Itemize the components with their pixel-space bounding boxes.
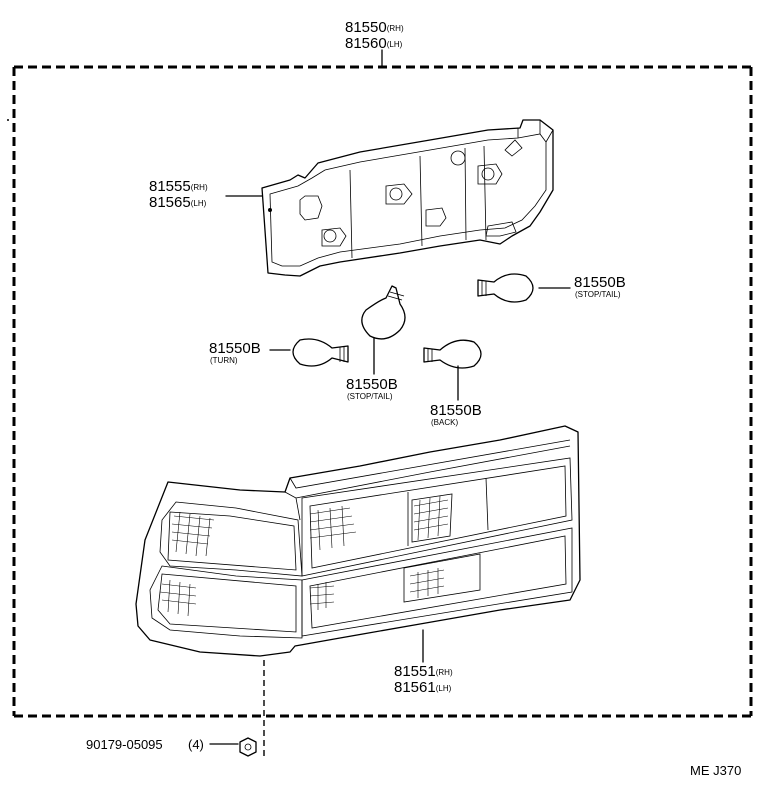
svg-text:(BACK): (BACK) [431,418,458,427]
hex-nut-drawing [239,737,257,757]
diagram-code: ME J370 [690,763,741,778]
svg-text:81550B: 81550B [574,274,626,291]
label-assembly: 81550(RH) 81560(LH) [345,19,404,52]
bulb-socket-plate-drawing [261,119,554,277]
svg-text:81550(RH): 81550(RH) [345,19,404,36]
rear-lamp-lens-drawing [135,425,581,657]
svg-text:81551(RH): 81551(RH) [394,663,453,680]
svg-text:(4): (4) [188,737,204,752]
svg-text:90179-05095: 90179-05095 [86,737,163,752]
svg-text:81550B: 81550B [346,376,398,393]
svg-text:(STOP/TAIL): (STOP/TAIL) [575,290,621,299]
bulb-back-drawing [423,339,482,369]
svg-text:(TURN): (TURN) [210,356,238,365]
svg-text:81555(RH): 81555(RH) [149,178,208,195]
bulb-stop-tail-right-drawing [477,273,534,303]
svg-text:81561(LH): 81561(LH) [394,679,452,696]
svg-text:81550B: 81550B [209,340,261,357]
label-bulb-turn: 81550B (TURN) [209,340,261,365]
label-lens: 81551(RH) 81561(LH) [394,663,453,696]
label-bulb-stop-tail-right: 81550B (STOP/TAIL) [574,274,626,299]
svg-text:81565(LH): 81565(LH) [149,194,207,211]
label-bulb-back: 81550B (BACK) [430,402,482,427]
label-nut: 90179-05095 (4) [86,737,204,752]
label-socket: 81555(RH) 81565(LH) [149,178,208,211]
label-bulb-stop-tail-center: 81550B (STOP/TAIL) [346,376,398,401]
bulb-stop-tail-center-drawing [361,285,406,340]
svg-text:81560(LH): 81560(LH) [345,35,403,52]
svg-text:(STOP/TAIL): (STOP/TAIL) [347,392,393,401]
bulb-turn-drawing [292,338,349,367]
svg-text:81550B: 81550B [430,402,482,419]
